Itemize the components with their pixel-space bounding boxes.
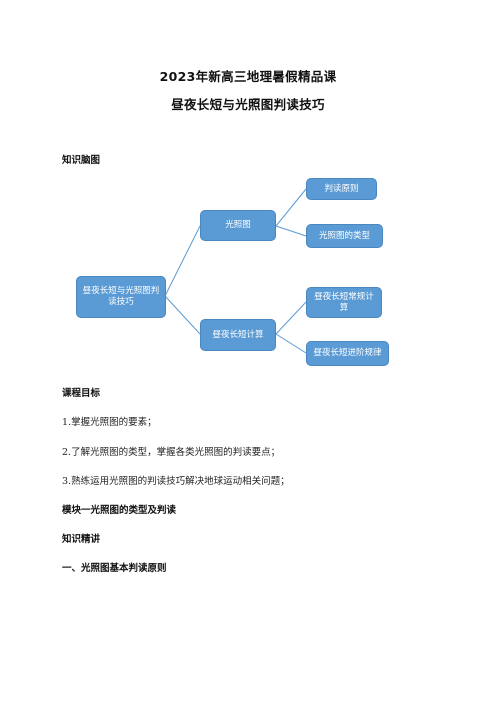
connector-branch-2-to-child-2 [275,333,307,354]
connector-root-to-branch-1 [164,225,201,297]
mindmap-root-node: 昼夜长短与光照图判读技巧 [76,276,166,318]
connector-branch-2-to-child-1 [275,301,307,335]
connector-branch-1-to-child-2 [275,225,307,237]
mindmap-leaf-guangzhaotu-type: 光照图的类型 [306,224,383,248]
mindmap-leaf-panduyuanze: 判读原则 [306,178,377,200]
mindmap-branch-guangzhaotu: 光照图 [200,210,276,241]
goal-item: 3.熟练运用光照图的判读技巧解决地球运动相关问题； [62,476,290,487]
mindmap-branch-zhouye-calc: 昼夜长短计算 [200,319,276,351]
section-heading-mindmap: 知识脑图 [62,155,101,166]
connector-root-to-branch-2 [164,295,201,335]
goal-item: 1.掌握光照图的要素； [62,417,157,428]
section-heading-goals: 课程目标 [62,388,101,399]
knowledge-heading: 知识精讲 [62,534,101,545]
mindmap-leaf-changgui-calc: 昼夜长短常规计算 [306,287,382,318]
goal-item: 2.了解光照图的类型，掌握各类光照图的判读要点； [62,447,281,458]
document-subtitle: 昼夜长短与光照图判读技巧 [171,97,325,112]
mindmap-leaf-jinjie-rule: 昼夜长短进阶规律 [306,341,389,366]
section-one-heading: 一、光照图基本判读原则 [62,563,167,574]
connector-branch-1-to-child-1 [275,188,307,227]
module-heading: 模块一光照图的类型及判读 [62,505,177,516]
document-title: 2023年新高三地理暑假精品课 [159,69,337,84]
